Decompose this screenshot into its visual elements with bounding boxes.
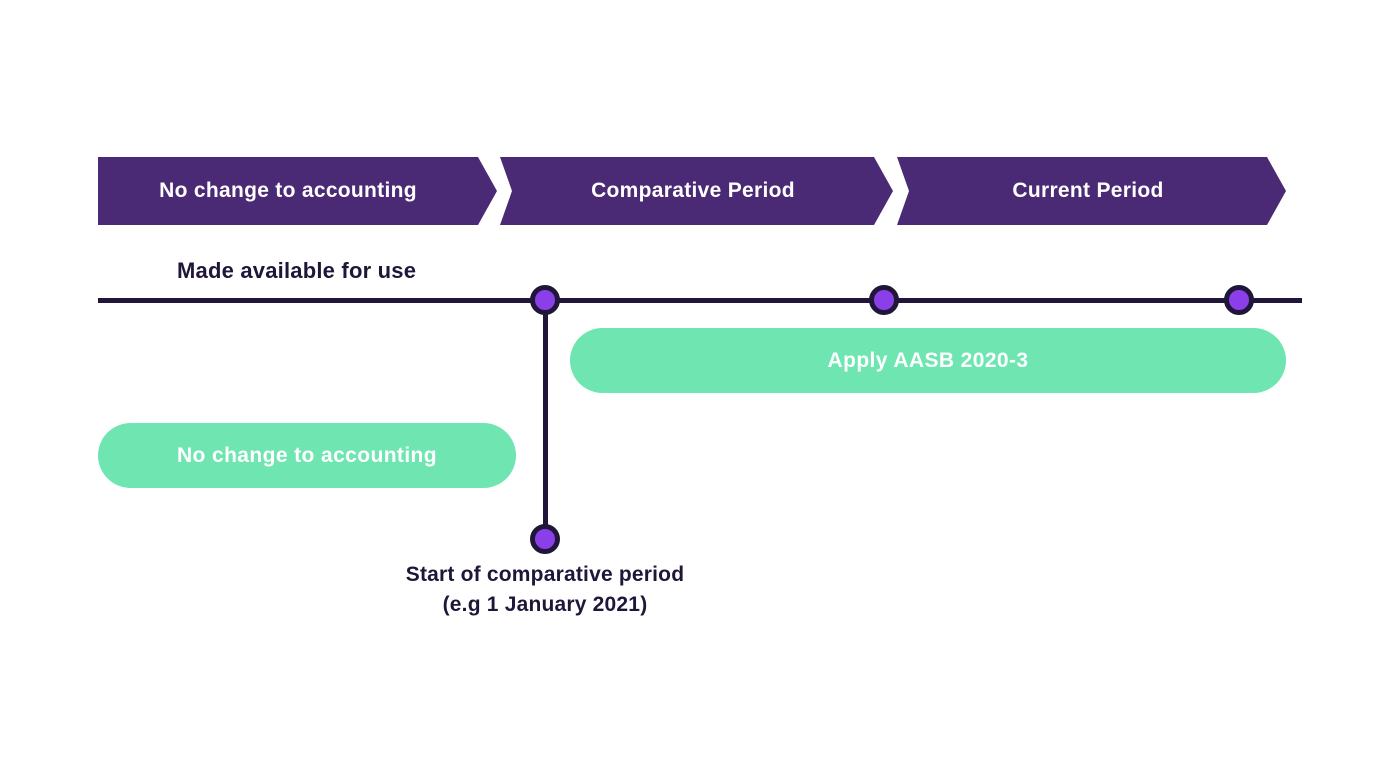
banner-current-period: Current Period — [897, 157, 1286, 225]
start-label-line1: Start of comparative period — [405, 563, 685, 586]
timeline-axis — [98, 298, 1302, 303]
banner-no-change-to-accounting: No change to accounting — [98, 157, 497, 225]
timeline-vertical-connector — [543, 300, 548, 526]
pill-label: Apply AASB 2020-3 — [827, 348, 1029, 372]
timeline-marker-made-available — [530, 285, 560, 315]
banner-label: Current Period — [1012, 179, 1164, 202]
pill-no-change-to-accounting: No change to accounting — [98, 423, 516, 488]
start-label-line2: (e.g 1 January 2021) — [442, 593, 648, 616]
made-available-for-use-label: Made available for use — [177, 258, 417, 283]
pill-label: No change to accounting — [176, 443, 438, 467]
start-of-comparative-period-label: Start of comparative period (e.g 1 Janua… — [345, 560, 745, 620]
timeline-marker-comparative — [869, 285, 899, 315]
timeline-marker-start-of-comparative-period — [530, 524, 560, 554]
banner-comparative-period: Comparative Period — [500, 157, 893, 225]
timeline-marker-current — [1224, 285, 1254, 315]
banner-label: No change to accounting — [159, 179, 417, 202]
pill-apply-aasb-2020-3: Apply AASB 2020-3 — [570, 328, 1286, 393]
banner-label: Comparative Period — [591, 179, 795, 202]
